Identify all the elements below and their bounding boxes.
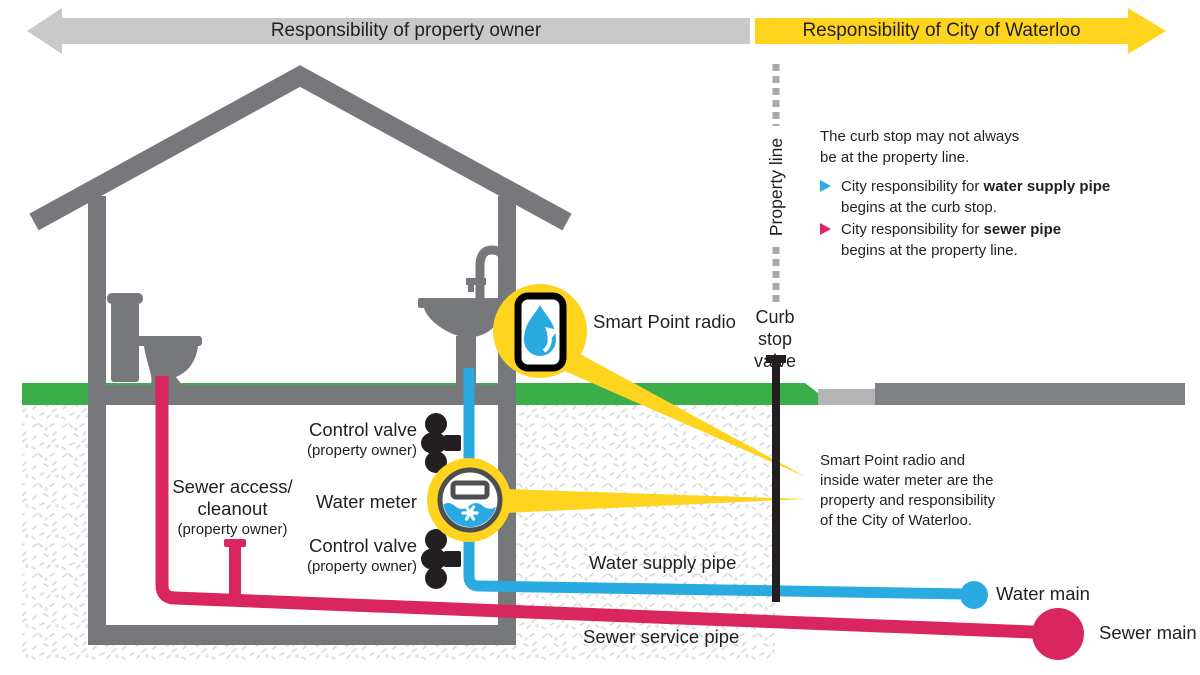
note-bullet-water: City responsibility for water supply pip… <box>820 176 1165 218</box>
water-meter-label: Water meter <box>315 491 417 512</box>
snowflake-icon <box>461 505 479 521</box>
pink-triangle-icon <box>820 223 831 235</box>
city-arrow-label: Responsibility of City of Waterloo <box>802 20 1081 41</box>
sewer-access-label: Sewer access/ cleanout (property owner) <box>150 476 315 539</box>
water-supply-pipe <box>463 368 988 609</box>
owner-arrow-left <box>27 8 750 54</box>
toilet-icon <box>107 293 202 385</box>
control-valve-label: Control valve <box>309 535 417 556</box>
water-main-label: Water main <box>996 583 1090 604</box>
note-curb-stop: The curb stop may not always be at the p… <box>820 128 1020 166</box>
sewer-service-pipe-label: Sewer service pipe <box>583 626 740 647</box>
control-valve-top-icon <box>421 413 461 473</box>
sink-icon <box>418 245 509 385</box>
sewer-service-pipe <box>155 376 1084 660</box>
smart-point-label: Smart Point radio <box>593 311 736 332</box>
road-strip <box>875 383 1185 405</box>
note-bullet-list: City responsibility for water supply pip… <box>820 176 1165 262</box>
bullet-text: City responsibility for <box>841 178 984 195</box>
blue-triangle-icon <box>820 180 831 192</box>
note-meter-ownership: Smart Point radio and inside water meter… <box>820 452 996 529</box>
control-valve-bottom-label: Control valve (property owner) <box>255 535 417 576</box>
property-owner-sublabel: (property owner) <box>306 558 417 575</box>
sewer-main-label: Sewer main <box>1099 622 1197 643</box>
city-arrow-right <box>755 8 1166 54</box>
curb-stop-valve-icon <box>766 355 786 602</box>
owner-arrow-label: Responsibility of property owner <box>270 20 542 41</box>
sewer-cleanout-icon <box>229 546 241 602</box>
water-supply-pipe-label: Water supply pipe <box>589 552 737 573</box>
water-meter-callout-line <box>505 489 806 513</box>
water-main-icon <box>960 581 988 609</box>
control-valve-bottom-icon <box>421 529 461 589</box>
smart-point-callout-line <box>551 348 806 477</box>
property-line-label: Property line <box>766 137 786 237</box>
property-owner-sublabel: (property owner) <box>306 442 417 459</box>
sidewalk-strip <box>818 389 875 405</box>
control-valve-label: Control valve <box>309 419 417 440</box>
bullet-text: City responsibility for <box>841 221 984 238</box>
curb-stop-valve-label: Curb stop valve <box>753 307 797 371</box>
water-meter-icon <box>427 458 511 542</box>
sewer-access-main-label: Sewer access/ cleanout <box>172 476 293 519</box>
property-owner-sublabel: (property owner) <box>177 521 288 538</box>
note-bullet-sewer: City responsibility for sewer pipe begin… <box>820 219 1165 261</box>
sewer-main-icon <box>1032 608 1084 660</box>
smart-point-radio-icon <box>493 284 587 378</box>
control-valve-top-label: Control valve (property owner) <box>255 419 417 460</box>
